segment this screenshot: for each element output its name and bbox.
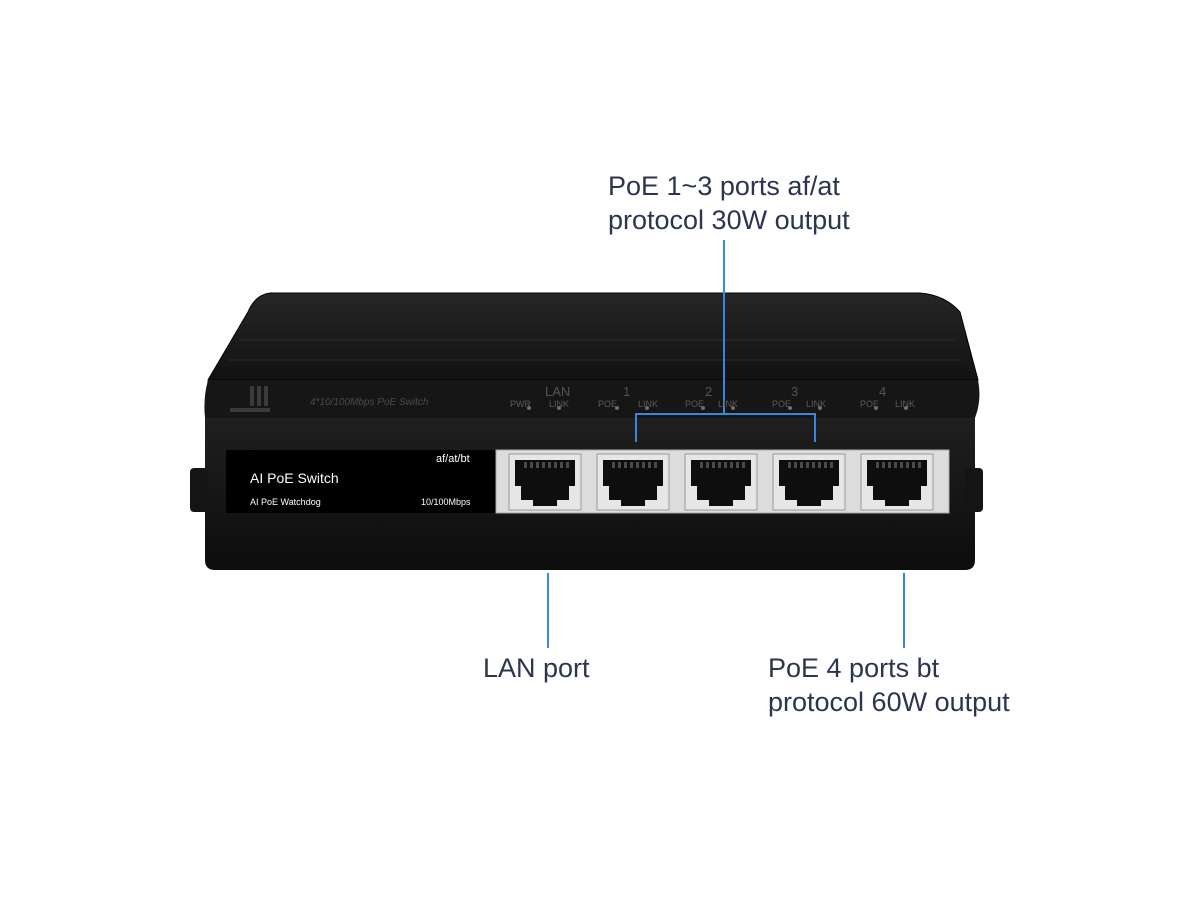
callout-poe-bt-line1: PoE 4 ports bt: [768, 653, 940, 683]
callout-poe-af-at: PoE 1~3 ports af/at protocol 30W output: [608, 169, 850, 237]
callout-poe-bt: PoE 4 ports bt protocol 60W output: [768, 651, 1010, 719]
led-label-link-1: LINK: [638, 399, 659, 409]
callout-poe-bt-line2: protocol 60W output: [768, 687, 1010, 717]
port-header-4: 4: [879, 384, 887, 399]
rj45-port[interactable]: [508, 453, 582, 511]
callout-lan-port: LAN port: [483, 653, 590, 683]
port-header-lan: LAN: [545, 384, 571, 399]
left-bumper: [190, 468, 208, 512]
led-label-poe-2: POE: [685, 399, 705, 409]
right-bumper: [965, 468, 983, 512]
model-text: 4*10/100Mbps PoE Switch: [310, 397, 429, 408]
led-label-link-3: LINK: [806, 399, 827, 409]
led-label-link-lan: LINK: [549, 399, 570, 409]
port-header-3: 3: [791, 384, 799, 399]
led-label-poe-4: POE: [860, 399, 880, 409]
led-label-link-2: LINK: [718, 399, 739, 409]
led-label-poe-3: POE: [772, 399, 792, 409]
led-label-pwr: PWR: [510, 399, 531, 409]
callout-poe-af-at-line1: PoE 1~3 ports af/at: [608, 171, 840, 201]
panel-subtitle: AI PoE Watchdog: [250, 497, 321, 507]
switch-front-band: [204, 380, 980, 418]
port-header-1: 1: [623, 384, 631, 399]
product-label-panel: [226, 450, 496, 513]
port-header-2: 2: [705, 384, 713, 399]
rj45-port[interactable]: [772, 453, 846, 511]
panel-speed: 10/100Mbps: [421, 497, 471, 507]
callout-poe-af-at-line2: protocol 30W output: [608, 205, 850, 235]
callout-top-bracket: [635, 413, 816, 442]
led-label-poe-1: POE: [598, 399, 618, 409]
rj45-port[interactable]: [684, 453, 758, 511]
rj45-port[interactable]: [596, 453, 670, 511]
led-indicators: [527, 406, 908, 410]
led-label-link-4: LINK: [895, 399, 916, 409]
panel-protocol: af/at/bt: [436, 453, 470, 465]
rj45-port[interactable]: [860, 453, 934, 511]
panel-title: AI PoE Switch: [250, 470, 339, 486]
brand-logo-icon: [230, 386, 270, 412]
